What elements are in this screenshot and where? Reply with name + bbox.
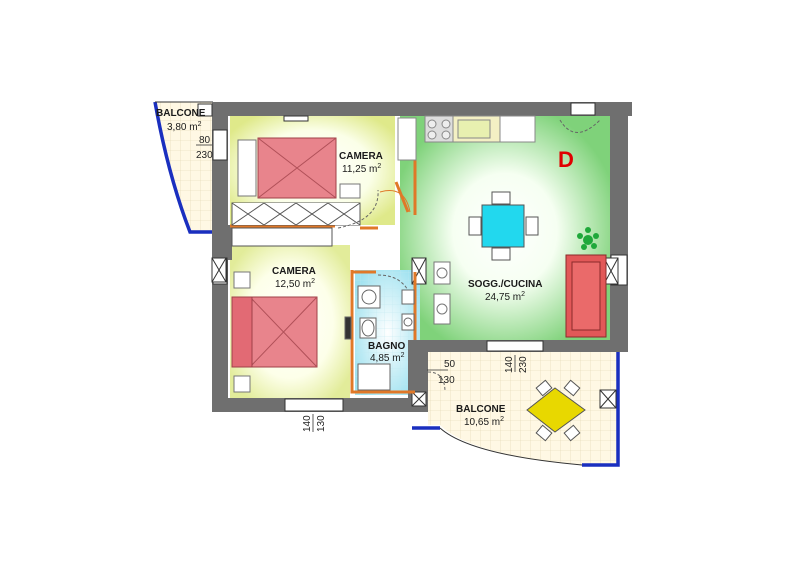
room-name: BAGNO	[368, 341, 405, 352]
room-area: 3,80 m2	[167, 121, 202, 133]
balcony-table	[526, 379, 586, 442]
room-name: CAMERA	[339, 151, 383, 162]
room-name: SOGG./CUCINA	[468, 279, 542, 290]
kitchen	[397, 115, 536, 161]
balcony-bottom-rail	[412, 350, 620, 467]
dim-balcony-top-b: 230	[196, 150, 213, 161]
dim-bedroom-window-b: 130	[316, 415, 327, 432]
dim-balcony-top-a: 80	[199, 135, 211, 146]
room-label-soggiorno: SOGG./CUCINA 24,75 m2	[468, 279, 542, 303]
room-name: BALCONE	[456, 404, 506, 415]
room-label-camera-2: CAMERA 12,50 m2	[272, 266, 316, 290]
unit-code: D	[558, 147, 574, 172]
appliances	[433, 261, 451, 325]
balcony-top-left-rail	[153, 101, 213, 234]
sofa	[565, 254, 607, 338]
wardrobe	[231, 202, 361, 247]
dining-table	[468, 191, 539, 261]
room-area: 10,65 m2	[464, 416, 504, 428]
dim-balcony-door-b: 130	[438, 375, 455, 386]
dim-balcony-door-a: 50	[444, 359, 456, 370]
dim-living-window-b: 230	[518, 356, 529, 373]
dim-living-window-a: 140	[504, 356, 515, 373]
bed-2	[231, 271, 318, 393]
room-name: CAMERA	[272, 266, 316, 277]
room-label-bagno: BAGNO 4,85 m2	[368, 341, 405, 364]
room-area: 11,25 m2	[342, 163, 381, 175]
plant	[577, 227, 599, 250]
balcony-top-left-floor	[155, 102, 213, 232]
room-label-balcone-2: BALCONE 10,65 m2	[456, 404, 506, 428]
bed-1	[237, 137, 361, 199]
room-area: 4,85 m2	[370, 352, 405, 364]
dimension-lines	[196, 144, 516, 432]
room-area: 12,50 m2	[275, 278, 315, 290]
room-name: BALCONE	[156, 108, 206, 119]
room-label-camera-1: CAMERA 11,25 m2	[339, 151, 383, 175]
dim-bedroom-window-a: 140	[302, 415, 313, 432]
room-label-balcone-1: BALCONE 3,80 m2	[156, 108, 206, 133]
room-area: 24,75 m2	[485, 291, 525, 303]
bathroom-fixtures	[344, 285, 415, 391]
